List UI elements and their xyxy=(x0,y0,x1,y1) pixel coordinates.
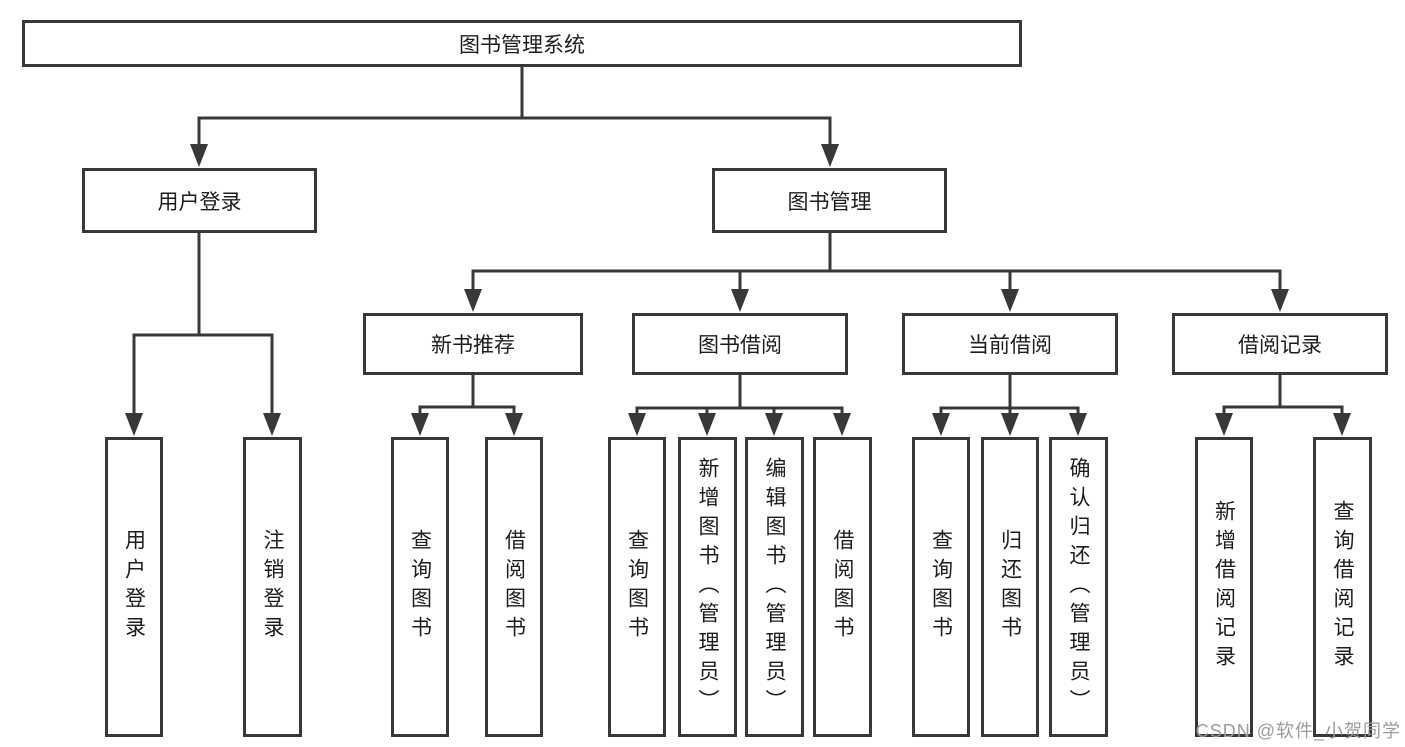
leaf-return-book: 归还图书 xyxy=(981,437,1039,737)
node-book-management: 图书管理 xyxy=(712,168,947,233)
node-borrowing-records: 借阅记录 xyxy=(1172,313,1388,375)
node-current-borrowing: 当前借阅 xyxy=(902,313,1118,375)
arrowheads xyxy=(125,144,1351,436)
node-new-book-recommend: 新书推荐 xyxy=(363,313,583,375)
leaf-edit-book-admin: 编辑图书（管理员） xyxy=(745,437,804,737)
leaf-user-login: 用户登录 xyxy=(105,437,163,737)
connector-records-to-leaves xyxy=(1222,373,1344,416)
leaf-logout: 注销登录 xyxy=(243,437,302,737)
node-library-system: 图书管理系统 xyxy=(22,20,1022,67)
leaf-add-book-admin: 新增图书（管理员） xyxy=(678,437,737,737)
connector-newbooks-to-leaves xyxy=(418,373,516,416)
watermark-text: CSDN @软件_小贺同学 xyxy=(1195,721,1401,741)
leaf-query-books-recommend: 查询图书 xyxy=(391,437,449,737)
connector-root-to-level2 xyxy=(197,65,832,148)
connector-login-to-leaves xyxy=(132,231,274,415)
node-book-borrowing: 图书借阅 xyxy=(632,313,848,375)
leaf-query-books-current: 查询图书 xyxy=(912,437,970,737)
leaf-confirm-return-admin: 确认归还（管理员） xyxy=(1049,437,1108,737)
connector-mgmt-to-level3 xyxy=(471,231,1282,292)
leaf-add-borrow-record: 新增借阅记录 xyxy=(1195,437,1253,737)
leaf-borrow-books-recommend: 借阅图书 xyxy=(485,437,543,737)
connector-borrowing-to-leaves xyxy=(635,373,844,416)
leaf-query-books-borrowing: 查询图书 xyxy=(608,437,666,737)
connector-current-to-leaves xyxy=(939,373,1080,416)
leaf-query-borrow-record: 查询借阅记录 xyxy=(1313,437,1372,737)
leaf-borrow-books-borrowing: 借阅图书 xyxy=(813,437,872,737)
node-user-login: 用户登录 xyxy=(82,168,317,233)
